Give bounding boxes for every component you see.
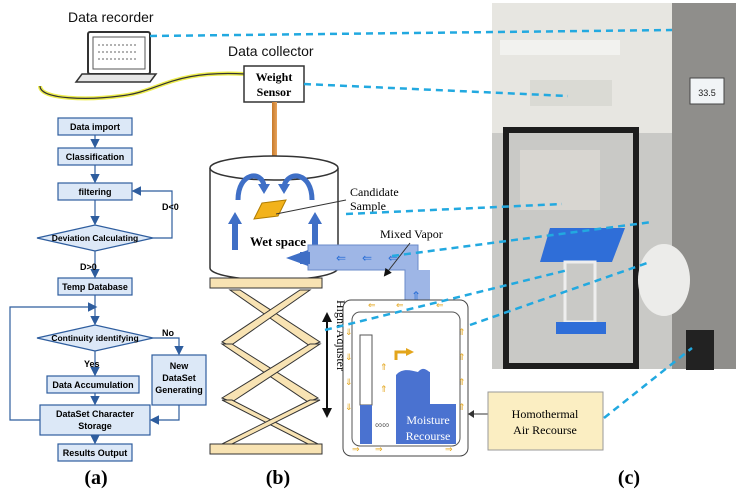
svg-text:⇑: ⇑ <box>458 327 466 337</box>
panel-label-b: (b) <box>266 467 290 489</box>
leader-lines <box>149 28 693 419</box>
wet-space-label: Wet space <box>250 234 306 249</box>
svg-text:⇐: ⇐ <box>396 300 404 310</box>
fc-storage-2: Storage <box>78 421 112 431</box>
svg-text:⇒: ⇒ <box>445 444 453 454</box>
mixed-vapor-label: Mixed Vapor <box>380 227 443 241</box>
svg-text:⇐: ⇐ <box>336 251 346 265</box>
svg-text:⇑: ⇑ <box>380 362 388 372</box>
svg-text:∞∞: ∞∞ <box>375 420 389 431</box>
weight-sensor-box <box>243 65 305 103</box>
svg-text:⇒: ⇒ <box>352 444 360 454</box>
fc-yes: Yes <box>84 359 100 369</box>
fc-temp-database: Temp Database <box>62 282 128 292</box>
airflow-arrows: ⇐ ⇐ ⇐ ⇓ ⇓ ⇓ ⇓ ⇑ ⇑ ⇑ ⇑ ⇑ ⇑ ⇒ ⇒ ⇒ <box>345 300 466 454</box>
candidate-label-1: Candidate <box>350 185 399 199</box>
sample-pointer <box>275 199 347 215</box>
fc-no: No <box>162 328 174 338</box>
homothermal-label-2: Air Recourse <box>513 423 577 437</box>
moisture-container: ∞∞ <box>342 299 469 457</box>
data-collector-label: Data collector <box>228 43 314 59</box>
fc-storage-1: DataSet Character <box>56 409 135 419</box>
panel-label-c: (c) <box>618 467 640 489</box>
laptop-icon <box>74 31 158 83</box>
homothermal-box <box>487 391 604 451</box>
fc-deviation: Deviation Calculating <box>52 233 138 243</box>
homothermal-label-1: Homothermal <box>512 407 579 421</box>
svg-text:⇐: ⇐ <box>368 300 376 310</box>
flowchart-text: Data import Classification filtering Dev… <box>51 122 202 458</box>
fc-data-import: Data import <box>70 122 120 132</box>
moisture-label-2: Recourse <box>406 429 451 443</box>
scissor-lift <box>209 277 323 455</box>
weight-sensor-label-1: Weight <box>256 70 293 84</box>
fc-results: Results Output <box>63 448 128 458</box>
apparatus-photo: 33.5 <box>492 3 736 370</box>
svg-text:⇓: ⇓ <box>345 327 353 337</box>
fc-new-1: New <box>170 361 190 371</box>
weight-sensor-label-2: Sensor <box>257 85 292 99</box>
data-recorder-label: Data recorder <box>68 9 154 25</box>
fc-filtering: filtering <box>79 187 112 197</box>
svg-text:⇑: ⇑ <box>458 377 466 387</box>
fc-new-3: Generating <box>155 385 203 395</box>
svg-text:⇐: ⇐ <box>436 300 444 310</box>
svg-text:⇒: ⇒ <box>375 444 383 454</box>
flowchart <box>9 117 207 462</box>
svg-text:⇑: ⇑ <box>411 289 421 303</box>
height-double-arrow <box>322 312 332 418</box>
svg-text:⇐: ⇐ <box>388 251 398 265</box>
moisture-label-1: Moisture <box>406 413 449 427</box>
svg-text:⇓: ⇓ <box>345 377 353 387</box>
display-reading: 33.5 <box>698 88 716 98</box>
candidate-label-2: Sample <box>350 199 386 213</box>
panel-label-a: (a) <box>84 467 107 489</box>
fc-new-2: DataSet <box>162 373 196 383</box>
hanging-rod <box>272 102 277 206</box>
svg-text:⇑: ⇑ <box>458 352 466 362</box>
fc-d-greater: D>0 <box>80 262 97 272</box>
fc-d-less: D<0 <box>162 202 179 212</box>
fc-data-accumulation: Data Accumulation <box>52 380 133 390</box>
fc-continuity: Continuity identifying <box>51 333 138 343</box>
svg-text:⇑: ⇑ <box>458 402 466 412</box>
svg-text:⇓: ⇓ <box>345 402 353 412</box>
svg-text:⇑: ⇑ <box>380 384 388 394</box>
svg-text:⇓: ⇓ <box>345 352 353 362</box>
fc-classification: Classification <box>66 152 125 162</box>
svg-text:⇐: ⇐ <box>362 251 372 265</box>
candidate-sample <box>253 199 287 220</box>
